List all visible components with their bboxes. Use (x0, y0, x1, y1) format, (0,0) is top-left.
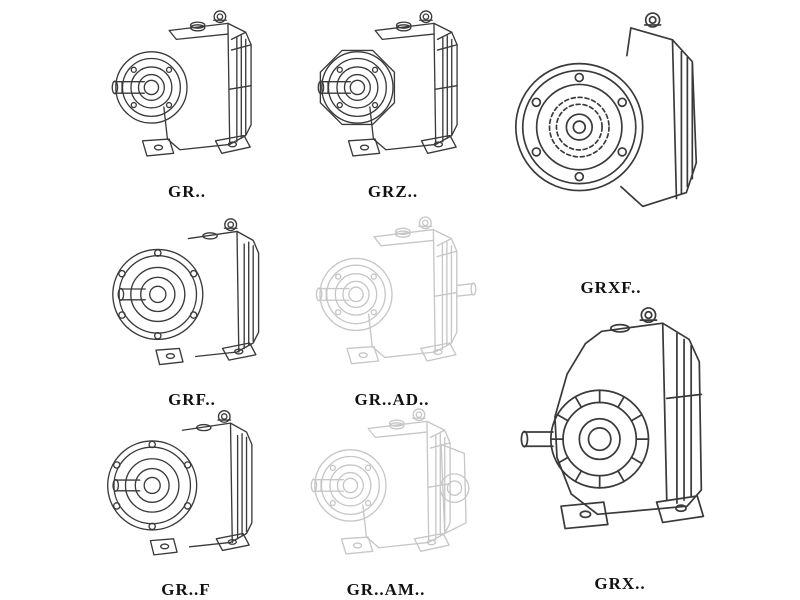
gear-unit-drawing-grxf (492, 0, 730, 276)
product-cell-grz: GRZ.. (298, 2, 488, 204)
product-cell-gr: GR.. (88, 2, 286, 204)
product-label-grf: GRF.. (168, 390, 216, 409)
product-label-grx: GRX.. (594, 574, 646, 593)
product-cell-gr-ad: GR..AD.. (292, 208, 492, 412)
gear-unit-drawing-gr-am (286, 400, 470, 578)
product-cell-gr-am: GR..AM.. (286, 400, 486, 600)
gear-unit-drawing-grf (92, 208, 292, 388)
product-cell-gr-f: GR..F (86, 400, 286, 600)
product-cell-grxf: GRXF.. (492, 0, 730, 300)
product-cell-grf: GRF.. (92, 208, 292, 412)
gear-unit-drawing-grx (498, 296, 742, 572)
gear-unit-drawing-gr-ad (292, 208, 477, 388)
gear-unit-drawing-grz (298, 2, 488, 180)
gear-unit-drawing-gr-f (86, 400, 286, 578)
product-label-gr-ad: GR..AD.. (354, 390, 430, 409)
product-cell-grx: GRX.. (498, 296, 742, 596)
product-label-grz: GRZ.. (367, 182, 419, 201)
product-label-gr: GR.. (168, 182, 206, 201)
gear-unit-drawing-gr (88, 2, 286, 180)
product-label-gr-am: GR..AM.. (346, 580, 426, 599)
product-label-gr-f: GR..F (161, 580, 211, 599)
product-label-grxf: GRXF.. (580, 278, 642, 297)
